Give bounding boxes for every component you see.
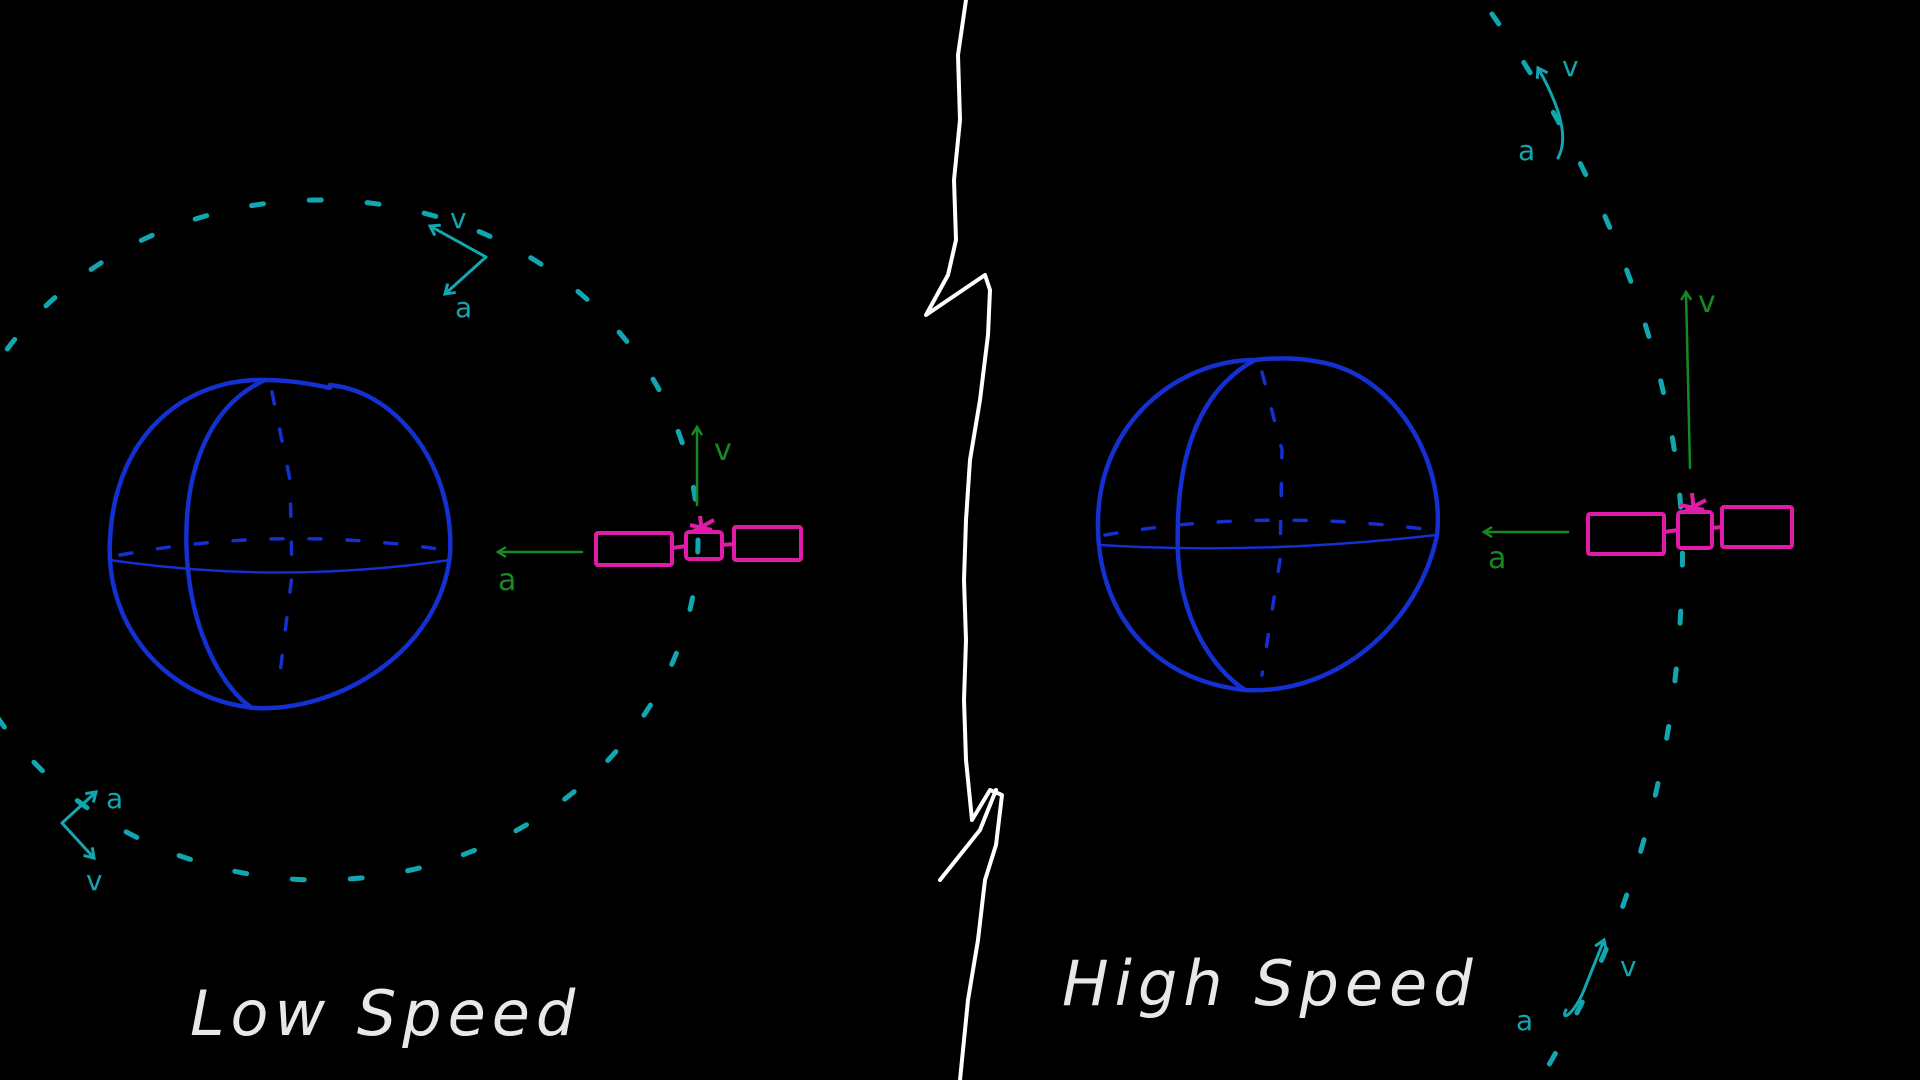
high-speed-planet <box>1095 356 1441 693</box>
orbit-bottom-velocity-arrow <box>60 821 94 858</box>
satellite-body <box>1676 510 1714 550</box>
solar-panel-left <box>594 531 674 567</box>
low-speed-satellite <box>594 515 803 567</box>
orbit-top-velocity-arrow <box>430 226 488 259</box>
orbit-bottom-velocity-label: v <box>86 864 103 897</box>
panel-divider <box>924 0 1004 1080</box>
orbit-top-acceleration-label: a <box>1518 134 1535 167</box>
low-speed-planet <box>107 377 453 711</box>
orbit-top-acceleration-arrow <box>445 255 488 294</box>
solar-panel-left <box>1586 512 1666 556</box>
orbit-top-acceleration-label: a <box>455 291 472 324</box>
high-speed-satellite <box>1586 492 1794 556</box>
orbit-top-velocity-arrow <box>1538 68 1565 160</box>
low-speed-panel: v a v a a v Low Speed <box>0 197 803 1050</box>
low-speed-orbit <box>0 197 701 883</box>
orbit-bottom-acceleration-label: a <box>106 782 123 815</box>
satellite-body <box>684 530 724 561</box>
orbit-bottom-velocity-label: v <box>1620 950 1637 983</box>
orbit-bottom-acceleration-arrow <box>60 792 96 825</box>
solar-panel-right <box>1720 505 1794 549</box>
divider-zigzag-lower <box>938 788 998 882</box>
orbit-bottom-acceleration-label: a <box>1516 1004 1533 1037</box>
low-speed-caption: Low Speed <box>190 977 581 1050</box>
orbit-top-velocity-label: v <box>1562 50 1579 83</box>
velocity-label: v <box>1698 285 1716 320</box>
antenna-icon <box>689 515 715 534</box>
orbit-bottom-velocity-arrow <box>1563 940 1604 1018</box>
velocity-label: v <box>714 433 732 468</box>
solar-panel-right <box>732 525 803 562</box>
velocity-arrow <box>1686 292 1690 470</box>
high-speed-panel: v a v a v a High Speed <box>1062 11 1794 1080</box>
high-speed-caption: High Speed <box>1062 947 1479 1020</box>
antenna-icon <box>1679 492 1707 515</box>
orbit-top-velocity-label: v <box>450 202 467 235</box>
acceleration-label: a <box>498 563 516 598</box>
acceleration-label: a <box>1488 541 1506 576</box>
